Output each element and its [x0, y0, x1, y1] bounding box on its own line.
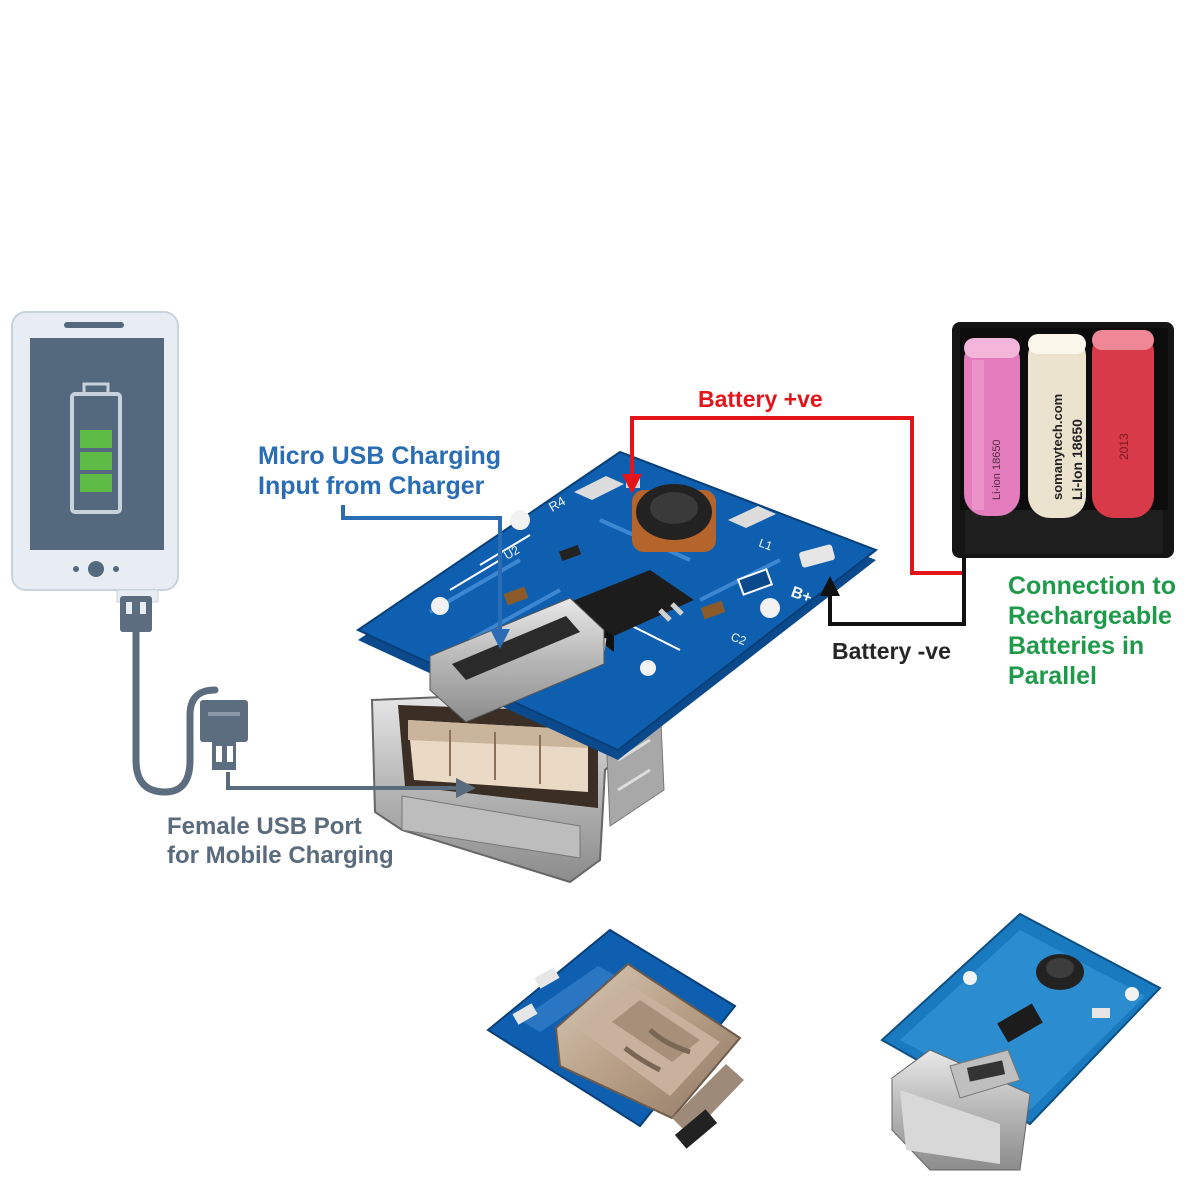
battery-positive-text: Battery +ve [698, 386, 823, 412]
module-photo-right [880, 912, 1162, 1171]
micro-usb-label-line2: Input from Charger [258, 472, 485, 500]
micro-usb-pointer [341, 505, 510, 649]
cell-3 [1092, 330, 1154, 518]
module-photo-left [486, 928, 744, 1149]
svg-text:L1: L1 [757, 536, 775, 554]
micro-usb-label-line1: Micro USB Charging [258, 442, 502, 470]
female-usb-pointer [226, 772, 476, 798]
phone-icon [11, 311, 179, 591]
micro-usb-label: Micro USB Charging Input from Charger [258, 441, 501, 501]
cell-1-print: Li-ion 18650 [991, 439, 1003, 500]
connection-label-line2: Rechargeable [1008, 602, 1172, 630]
svg-text:R4: R4 [546, 493, 568, 514]
connection-label: Connection to Rechargeable Batteries in … [1008, 571, 1176, 691]
svg-text:U2: U2 [502, 543, 523, 563]
battery-level-icon [70, 382, 122, 514]
wire-positive [622, 416, 964, 575]
cell-1 [964, 338, 1020, 516]
connection-label-line1: Connection to [1008, 572, 1177, 600]
connection-label-line3: Batteries in [1008, 632, 1145, 660]
cell-2-print-1: somanytech.com [1050, 394, 1065, 500]
svg-text:B+: B+ [789, 584, 814, 607]
main-charging-module: R4 U2 L1 B+ C2 [355, 450, 879, 884]
connection-label-line4: Parallel [1008, 662, 1097, 690]
wire-negative [820, 556, 966, 626]
battery-negative-label: Battery -ve [832, 638, 951, 666]
cell-3-print: 2013 [1117, 433, 1131, 460]
battery-positive-label: Battery +ve [698, 386, 823, 414]
female-usb-label-line1: Female USB Port [167, 813, 362, 840]
cell-2-print-2: Li-Ion 18650 [1069, 419, 1085, 500]
svg-text:C2: C2 [729, 630, 749, 649]
usb-a-plug-icon [200, 700, 248, 770]
cell-2 [1028, 334, 1086, 518]
female-usb-label: Female USB Port for Mobile Charging [167, 813, 394, 871]
usb-plug-icon [120, 596, 152, 632]
battery-negative-text: Battery -ve [832, 638, 951, 664]
female-usb-label-line2: for Mobile Charging [167, 841, 394, 869]
